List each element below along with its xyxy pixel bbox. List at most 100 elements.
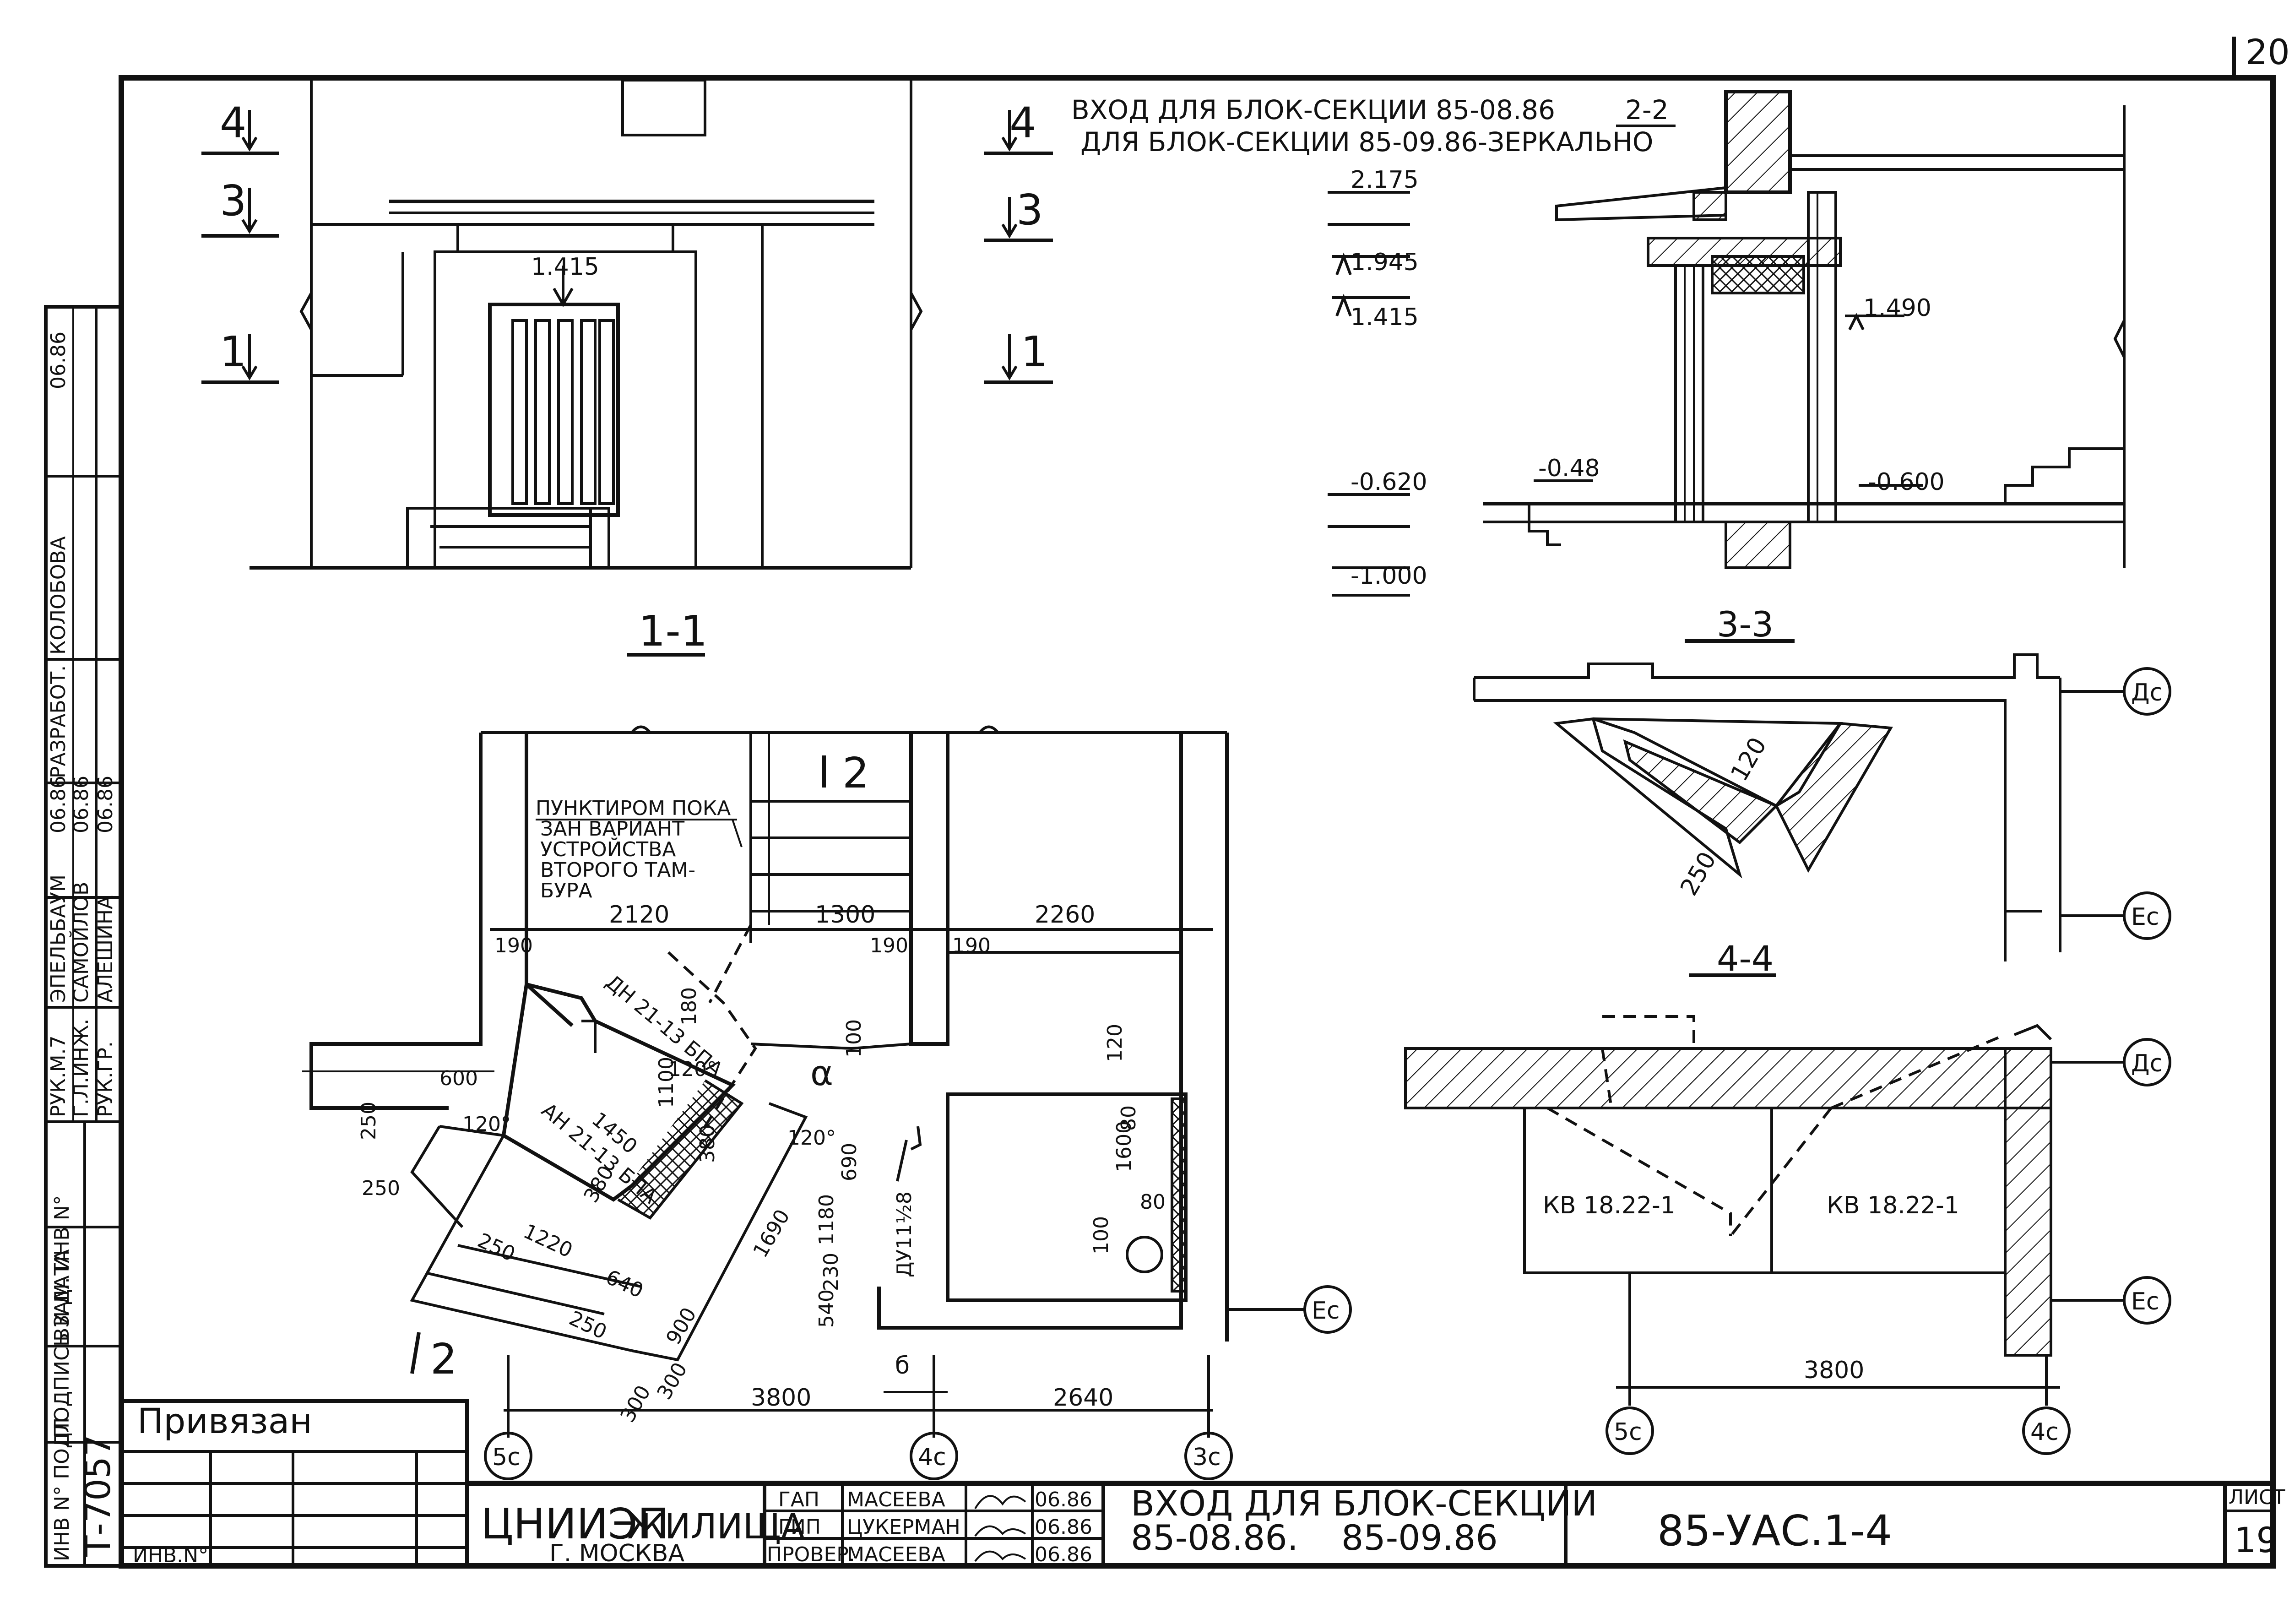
svg-text:80: 80 bbox=[1140, 1190, 1166, 1214]
axis-bubble-d-4-4 bbox=[2123, 1038, 2171, 1086]
svg-text:Ес: Ес bbox=[2131, 903, 2159, 931]
svg-text:120°: 120° bbox=[462, 1113, 511, 1136]
org-name-2: ЖИЛИЩА bbox=[627, 1506, 805, 1547]
entrance-plan: ПУНКТИРОМ ПОКА ЗАН ВАРИАНТ УСТРОЙСТВА ВТ… bbox=[302, 725, 1352, 1480]
svg-text:06.86: 06.86 bbox=[70, 776, 93, 833]
svg-text:1: 1 bbox=[1021, 327, 1048, 376]
svg-text:5с: 5с bbox=[1614, 1418, 1642, 1446]
section-1-1-title: 1-1 bbox=[639, 607, 707, 656]
svg-text:190: 190 bbox=[952, 934, 991, 957]
drawing-title-line2b: 85-09.86 bbox=[1341, 1517, 1498, 1558]
inv-label: ИНВ.N° bbox=[133, 1544, 208, 1567]
section-4-4: 4-4 КВ 18.22-1 КВ 18.22-1 Дс Ес 3800 5с … bbox=[1404, 938, 2171, 1455]
section-1-1: 1.415 1-1 4 3 1 4 3 1 bbox=[201, 78, 1053, 657]
inventory-number: Т-7057 bbox=[77, 1434, 118, 1557]
svg-text:2640: 2640 bbox=[1053, 1384, 1113, 1412]
svg-text:Ес: Ес bbox=[2131, 1288, 2159, 1315]
svg-text:1100: 1100 bbox=[655, 1057, 678, 1108]
svg-text:1.415: 1.415 bbox=[1351, 304, 1419, 331]
svg-text:Г.Л.ИНЖ.: Г.Л.ИНЖ. bbox=[70, 1019, 93, 1117]
svg-text:06.86: 06.86 bbox=[1035, 1515, 1092, 1539]
svg-text:РАЗРАБОТ.: РАЗРАБОТ. bbox=[47, 665, 70, 778]
svg-text:ЗАН ВАРИАНТ: ЗАН ВАРИАНТ bbox=[540, 817, 684, 841]
axis-bubble-5c-plan bbox=[484, 1432, 532, 1480]
org-city: Г. МОСКВА bbox=[549, 1540, 684, 1567]
svg-text:ЭПЕЛЬБАУМ: ЭПЕЛЬБАУМ bbox=[47, 874, 70, 1003]
svg-text:06.86: 06.86 bbox=[47, 776, 70, 833]
svg-text:640: 640 bbox=[602, 1266, 647, 1303]
section-2-2-heading-line2: ДЛЯ БЛОК-СЕКЦИИ 85-09.86-ЗЕРКАЛЬНО bbox=[1080, 126, 1653, 158]
svg-text:1300: 1300 bbox=[815, 901, 875, 929]
bound-label: Привязан bbox=[137, 1401, 312, 1441]
svg-text:06.86: 06.86 bbox=[1035, 1488, 1092, 1511]
svg-text:190: 190 bbox=[494, 934, 533, 957]
svg-text:ВЗАМ. ИНВ N°: ВЗАМ. ИНВ N° bbox=[50, 1195, 74, 1342]
svg-text:80: 80 bbox=[1117, 1105, 1140, 1131]
sheet-number: 19 bbox=[2234, 1520, 2278, 1560]
svg-text:1220: 1220 bbox=[520, 1220, 576, 1263]
section-2-2-heading-line1: ВХОД ДЛЯ БЛОК-СЕКЦИИ 85-08.86 bbox=[1071, 94, 1555, 125]
svg-text:190: 190 bbox=[870, 934, 908, 957]
svg-text:06.86: 06.86 bbox=[94, 776, 117, 833]
svg-text:540: 540 bbox=[815, 1289, 838, 1328]
drawing-title-line1: ВХОД ДЛЯ БЛОК-СЕКЦИИ bbox=[1131, 1483, 1597, 1524]
svg-text:5с: 5с bbox=[492, 1444, 521, 1471]
svg-text:3: 3 bbox=[220, 176, 247, 225]
svg-text:КОЛОБОВА: КОЛОБОВА bbox=[47, 536, 70, 655]
alpha-label: α bbox=[810, 1053, 833, 1093]
svg-text:-0.620: -0.620 bbox=[1351, 468, 1427, 496]
svg-text:1180: 1180 bbox=[815, 1194, 838, 1245]
b-label: б bbox=[895, 1352, 910, 1380]
section-2-2-tag: 2-2 bbox=[1625, 94, 1669, 125]
svg-text:690: 690 bbox=[838, 1143, 861, 1181]
svg-text:Дс: Дс bbox=[2131, 1050, 2163, 1077]
svg-text:-0.48: -0.48 bbox=[1538, 455, 1600, 482]
sheet-label: ЛИСТ bbox=[2229, 1486, 2285, 1509]
svg-text:БУРА: БУРА bbox=[540, 879, 592, 902]
svg-text:ГИП: ГИП bbox=[778, 1515, 821, 1539]
svg-text:3: 3 bbox=[1016, 185, 1043, 234]
svg-text:2120: 2120 bbox=[609, 901, 669, 929]
svg-text:-1.000: -1.000 bbox=[1351, 562, 1427, 590]
cut-mark-2-bottom: 2 bbox=[430, 1335, 457, 1384]
axis-bubble-3c-plan bbox=[1184, 1432, 1233, 1480]
left-stamp: РУК.М.7 ЭПЕЛЬБАУМ Г.Л.ИНЖ. САМОЙЛОВ 06.8… bbox=[44, 305, 123, 1568]
axis-bubble-e-plan bbox=[1303, 1285, 1352, 1334]
axis-bubble-d-3-3 bbox=[2123, 667, 2171, 716]
svg-text:ИНВ N° ПОДЛ: ИНВ N° ПОДЛ bbox=[50, 1418, 74, 1561]
title-block: Привязан ИНВ.N° ЦНИИЭП ЖИЛИЩА Г. МОСКВА … bbox=[119, 1399, 2285, 1568]
cut-markers-left: 4 3 1 bbox=[201, 98, 279, 384]
svg-text:ГАП: ГАП bbox=[778, 1488, 819, 1511]
svg-text:1.490: 1.490 bbox=[1863, 294, 1931, 322]
dim-3800-4-4: 3800 bbox=[1804, 1357, 1864, 1384]
svg-text:МАСЕЕВА: МАСЕЕВА bbox=[847, 1543, 945, 1566]
svg-text:600: 600 bbox=[439, 1067, 478, 1090]
svg-text:1600: 1600 bbox=[1112, 1121, 1136, 1172]
axis-bubble-e-4-4 bbox=[2123, 1276, 2171, 1325]
svg-text:ПРОВЕР.: ПРОВЕР. bbox=[767, 1543, 855, 1566]
svg-text:ЦУКЕРМАН: ЦУКЕРМАН bbox=[847, 1515, 960, 1539]
axis-bubble-4c-plan bbox=[910, 1432, 958, 1480]
page-number: 20 bbox=[2246, 32, 2289, 72]
svg-text:120°: 120° bbox=[668, 1058, 717, 1081]
svg-text:Ес: Ес bbox=[1312, 1297, 1340, 1325]
svg-text:180: 180 bbox=[678, 987, 701, 1026]
svg-text:ВТОРОГО ТАМ-: ВТОРОГО ТАМ- bbox=[540, 858, 695, 882]
svg-text:4: 4 bbox=[220, 98, 247, 147]
cut-mark-2-top: 2 bbox=[842, 749, 869, 798]
svg-text:ПОДПИСЬ И ДАТА: ПОДПИСЬ И ДАТА bbox=[50, 1249, 74, 1438]
svg-text:380: 380 bbox=[696, 1124, 719, 1163]
section-2-2: ВХОД ДЛЯ БЛОК-СЕКЦИИ 85-08.86 2-2 ДЛЯ БЛ… bbox=[1071, 90, 2126, 597]
du-label: ДУ11½8 bbox=[893, 1191, 916, 1277]
door-level-label: 1.415 bbox=[531, 253, 599, 281]
svg-text:250: 250 bbox=[362, 1177, 400, 1200]
plan-note: ПУНКТИРОМ ПОКА ЗАН ВАРИАНТ УСТРОЙСТВА ВТ… bbox=[536, 797, 743, 902]
section-3-3-title: 3-3 bbox=[1717, 604, 1774, 645]
svg-text:ПУНКТИРОМ ПОКА: ПУНКТИРОМ ПОКА bbox=[536, 797, 731, 820]
svg-text:Дс: Дс bbox=[2131, 679, 2163, 706]
svg-text:3с: 3с bbox=[1193, 1444, 1221, 1471]
svg-text:2260: 2260 bbox=[1035, 901, 1095, 929]
section-3-3: 3-3 Дс Ес 120 250 bbox=[1473, 604, 2171, 961]
svg-text:УСТРОЙСТВА: УСТРОЙСТВА bbox=[540, 837, 676, 861]
